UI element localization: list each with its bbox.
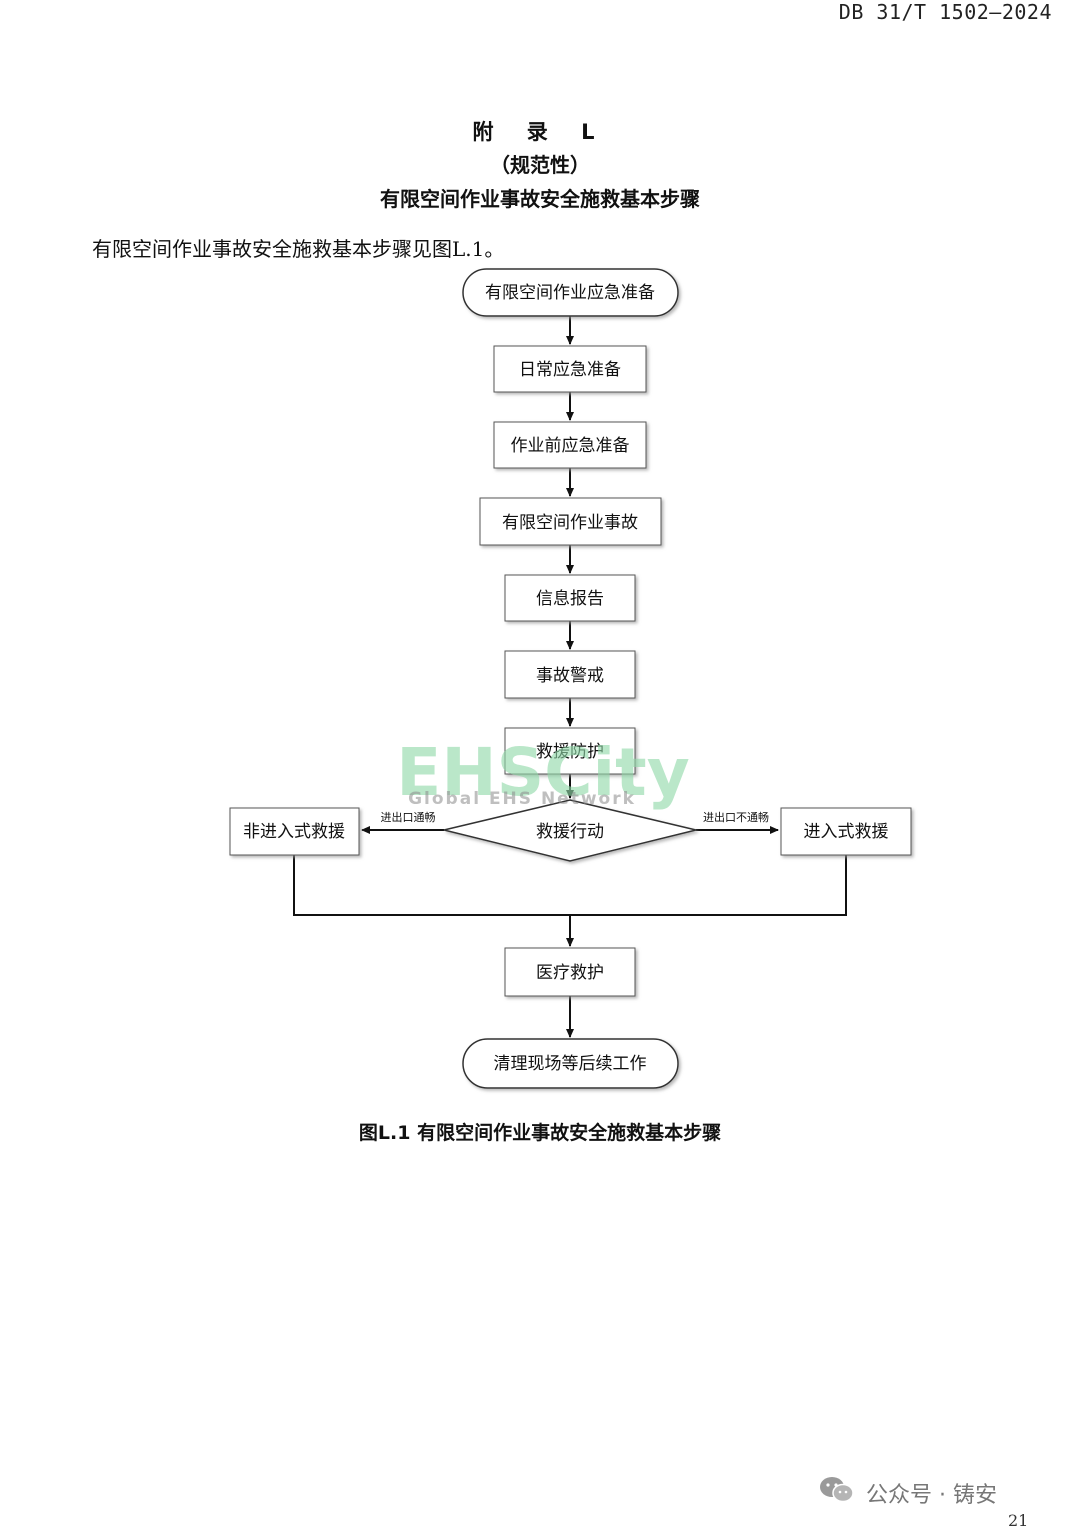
ehscity-watermark: EHSCity Global EHS Network <box>396 734 690 811</box>
watermark-logo-text: EHSCity <box>396 734 690 811</box>
flow-step-accident-label: 有限空间作业事故 <box>502 513 638 533</box>
flow-step-report-label: 信息报告 <box>536 589 604 609</box>
appendix-heading: 有限空间作业事故安全施救基本步骤 <box>380 187 700 211</box>
flow-end-node: 清理现场等后续工作 <box>462 1038 679 1089</box>
flow-left-branch-label: 非进入式救援 <box>243 822 345 842</box>
flow-right-branch: 进入式救援 <box>780 807 912 856</box>
intro-paragraph: 有限空间作业事故安全施救基本步骤见图L.1。 <box>92 237 505 261</box>
flow-step-report: 信息报告 <box>504 574 636 622</box>
flow-end-label: 清理现场等后续工作 <box>494 1054 647 1074</box>
flow-step-cordon: 事故警戒 <box>504 650 636 699</box>
flow-step-pre-work-prep-label: 作业前应急准备 <box>511 436 630 456</box>
standard-number: DB 31/T 1502—2024 <box>838 0 1052 24</box>
flow-step-cordon-label: 事故警戒 <box>536 666 604 686</box>
flow-step-daily-prep-label: 日常应急准备 <box>519 360 621 380</box>
wechat-account-watermark: 公众号 · 铸安 <box>818 1476 997 1510</box>
flow-step-protection-label: 救援防护 <box>536 742 604 762</box>
flow-start-node: 有限空间作业应急准备 <box>462 268 679 317</box>
flow-step-medical-label: 医疗救护 <box>536 963 604 983</box>
appendix-title: 附 录 L <box>472 120 608 144</box>
connector-merge <box>293 855 847 916</box>
flow-right-condition: 进出口不通畅 <box>703 810 769 824</box>
appendix-type: （规范性） <box>490 153 590 177</box>
watermark-logo-subtext: Global EHS Network <box>408 789 636 809</box>
flow-left-condition: 进出口通畅 <box>381 810 436 824</box>
flow-connectors <box>293 316 847 1038</box>
flow-start-label: 有限空间作业应急准备 <box>485 283 655 303</box>
flow-step-accident: 有限空间作业事故 <box>479 497 662 546</box>
flow-decision-label: 救援行动 <box>536 822 604 842</box>
flow-step-protection: 救援防护 <box>504 727 636 775</box>
wechat-account-name: 公众号 · 铸安 <box>866 1483 997 1508</box>
wechat-icon <box>818 1474 856 1512</box>
flow-right-branch-label: 进入式救援 <box>804 822 889 842</box>
flow-left-branch: 非进入式救援 <box>229 807 360 856</box>
flow-step-daily-prep: 日常应急准备 <box>493 345 647 393</box>
page-number: 21 <box>1008 1511 1029 1530</box>
flow-decision: 救援行动 <box>443 799 697 862</box>
figure-caption: 图L.1 有限空间作业事故安全施救基本步骤 <box>358 1122 722 1144</box>
flow-step-pre-work-prep: 作业前应急准备 <box>493 421 647 469</box>
flow-step-medical: 医疗救护 <box>504 947 636 997</box>
